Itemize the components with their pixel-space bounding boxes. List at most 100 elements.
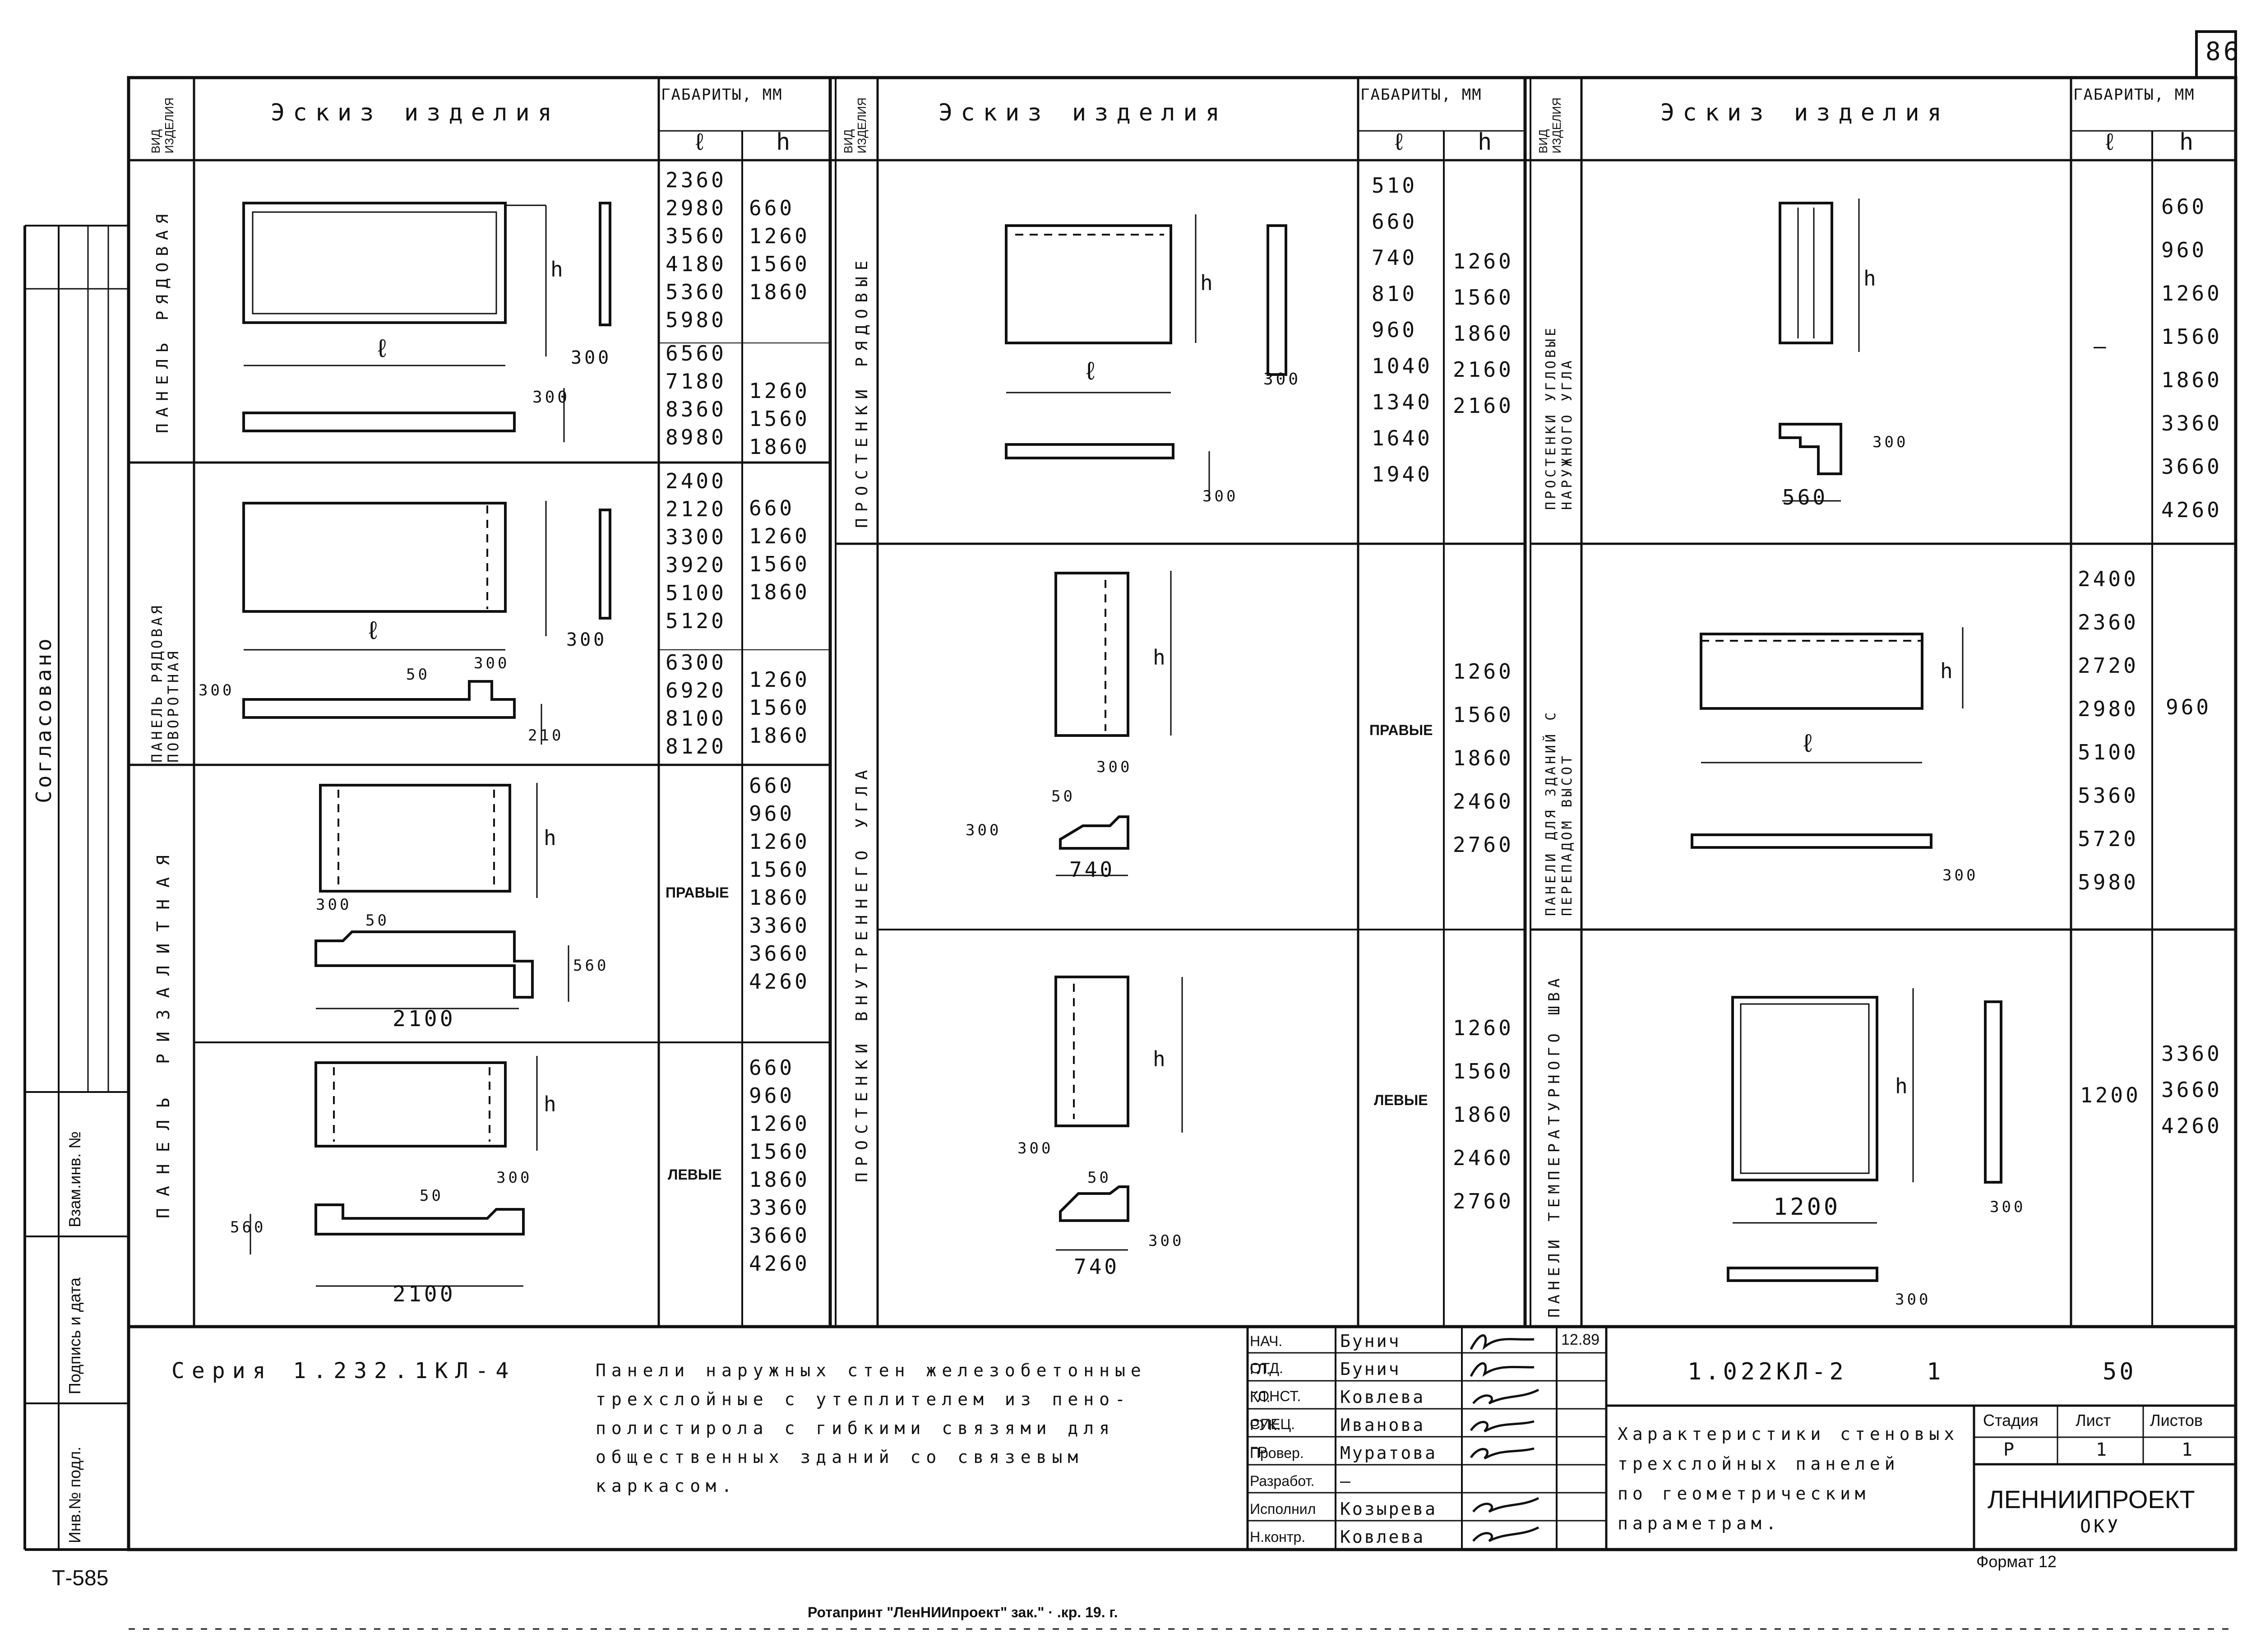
col1-r3-h-left: 1860: [749, 1167, 810, 1192]
dim-thick-temp: 300: [1990, 1198, 2026, 1216]
sheet-title-line: по геометрическим: [1618, 1484, 1870, 1504]
dim-thick-r1: 300: [571, 347, 612, 368]
col1-r1-h-list-a: 660 1260 1560 1860: [749, 194, 810, 306]
col1-r2-h: 1860: [749, 580, 810, 604]
col1-r3-h-left-list: 660 960 1260 1560 1860 3360 3660 4260: [749, 1054, 810, 1277]
col1-r2-l: 8100: [666, 706, 726, 731]
col1-r1-h: 1860: [749, 280, 810, 304]
col3-r2-l: 5720: [2078, 827, 2139, 851]
side-right-vnutr: ПРАВЫЕ: [1369, 722, 1433, 738]
sheet-title-line: Характеристики стеновых: [1618, 1424, 1959, 1444]
col3-r1-h: 1860: [2161, 368, 2222, 392]
col2-r2-h-right: 2460: [1453, 789, 1514, 814]
col1-r3-h-right: 3360: [749, 913, 810, 938]
col3-r3-h-list: 3360 3660 4260: [2161, 1036, 2222, 1144]
dim-plan-pr1: 300: [1202, 487, 1239, 505]
col1-r2-l: 5100: [666, 581, 726, 605]
header-gabarity-1: ГАБАРИТЫ, ММ: [661, 86, 783, 104]
col1-r2-l: 2400: [666, 469, 726, 493]
dim-height-perepad: h: [1940, 659, 1956, 683]
col1-r1-l: 5980: [666, 308, 726, 332]
col1-r1-l: 8980: [666, 425, 726, 449]
col1-r2-h-list-a: 660 1260 1560 1860: [749, 494, 810, 606]
signature: [1472, 1388, 1539, 1405]
col3-r2-l: 5980: [2078, 870, 2139, 894]
col1-r2-h: 1560: [749, 695, 810, 720]
staff-name: Бунич: [1340, 1331, 1401, 1351]
col1-r2-l: 6300: [666, 650, 726, 675]
header-l-2: ℓ: [1392, 129, 1409, 156]
col3-r1-h: 3660: [2161, 454, 2222, 479]
sheet-title: Характеристики стеновых трехслойных пане…: [1618, 1419, 1959, 1538]
col2-r1-h: 2160: [1453, 393, 1514, 418]
header-gabarity-3: ГАБАРИТЫ, ММ: [2073, 86, 2195, 104]
col2-r2-h-right-list: 1260 1560 1860 2460 2760: [1453, 650, 1514, 866]
sheet-title-line: параметрам.: [1618, 1513, 1781, 1533]
dim-height-ugl: h: [1863, 266, 1879, 291]
col1-r3-h-right: 1560: [749, 857, 810, 882]
col1-r2-l-list: 2400 2120 3300 3920 5100 5120 6300 6920 …: [666, 467, 726, 760]
col3-r2-l: 2980: [2078, 697, 2139, 721]
header-gabarity-2: ГАБАРИТЫ, ММ: [1360, 86, 1482, 104]
col2-r1-l: 1940: [1372, 462, 1433, 486]
col2-r1-h: 2160: [1453, 357, 1514, 382]
header-sketch-3: Эскиз изделия: [1660, 99, 1950, 126]
col1-r1-l: 4180: [666, 252, 726, 276]
staff-role: ГЛ. СПЕЦ.: [1250, 1389, 1295, 1432]
staff-name: Бунич: [1340, 1359, 1401, 1379]
col3-r2-l: 2400: [2078, 567, 2139, 591]
sketch-panel-ryadovaya: [242, 202, 611, 442]
col1-r1-h: 1560: [749, 407, 810, 431]
dim-width-pr1: ℓ: [1083, 356, 1101, 386]
staff-role: НАЧ. ОТД.: [1250, 1333, 1283, 1376]
col1-r2-l: 3920: [666, 553, 726, 577]
col3-r1-h-list: 660 960 1260 1560 1860 3360 3660 4260: [2161, 185, 2222, 532]
sketch-temp-shov: [1727, 988, 2002, 1282]
col1-r2-l: 5120: [666, 609, 726, 633]
col2-r1-l: 1040: [1372, 354, 1433, 378]
col1-r2-h: 1260: [749, 524, 810, 548]
staff-role: Исполнил: [1250, 1501, 1316, 1517]
sketch-panel-povorotnaya: [242, 501, 611, 745]
col1-r2-l: 8120: [666, 734, 726, 759]
col2-r2-h-left-list: 1260 1560 1860 2460 2760: [1453, 1006, 1514, 1223]
staff-name: Ковлева: [1340, 1527, 1425, 1547]
rotaprint-line: Ротапринт "ЛенНИИпроект" зак." · .кр. 19…: [808, 1604, 1118, 1620]
dim-width-r2: ℓ: [365, 616, 384, 645]
description-line: полистирола с гибкими связями для: [596, 1418, 1115, 1438]
dim-width-temp: 1200: [1773, 1194, 1841, 1221]
col3-r2-l: 2720: [2078, 653, 2139, 678]
sketch-prostenki-ryadovye: [1005, 214, 1287, 501]
description-block: Панели наружных стен железобетонные трех…: [596, 1356, 1146, 1500]
description-line: общественных зданий со связевым: [596, 1447, 1084, 1467]
col3-r1-h: 3360: [2161, 411, 2222, 435]
col3-r3-l: 1200: [2080, 1083, 2141, 1107]
col1-r1-l-list: 2360 2980 3560 4180 5360 5980 6560 7180 …: [666, 166, 726, 451]
sheets-value: 1: [2182, 1439, 2196, 1460]
dim-width-rizalit-l: 2100: [393, 1282, 456, 1307]
sketch-uglovye: [1779, 199, 1860, 502]
sketch-vnutr-ugol-right: [1054, 571, 1172, 876]
col1-r1-l: 7180: [666, 369, 726, 393]
col2-r2-h-right: 1560: [1453, 703, 1514, 727]
doc-part: 1: [1927, 1358, 1944, 1385]
col1-r3-h-right: 4260: [749, 969, 810, 994]
signature: [1472, 1526, 1539, 1542]
dim-thick-pr1: 300: [1263, 370, 1301, 389]
col3-r1-h: 660: [2161, 194, 2207, 219]
org-name: ЛЕННИИПРОЕКТ: [1988, 1485, 2195, 1513]
dim-width-ugl: 560: [1782, 485, 1828, 509]
staff-name: —: [1340, 1471, 1352, 1491]
dim-height-vl: h: [1153, 1047, 1168, 1071]
dim-d-rizalit-l: 300: [496, 1169, 532, 1187]
col2-r2-h-left: 1260: [1453, 1016, 1514, 1040]
col1-r3-h-left: 960: [749, 1083, 795, 1108]
col2-r2-h-left: 1860: [1453, 1102, 1514, 1127]
sketch-rizalitnaya-right: [314, 783, 569, 1009]
col2-r1-l: 510: [1372, 173, 1418, 198]
col1-r3-h-right: 3660: [749, 941, 810, 966]
dim-width-vl: 740: [1074, 1254, 1120, 1279]
col1-r1-l: 8360: [666, 397, 726, 421]
col1-r2-h: 1860: [749, 723, 810, 748]
